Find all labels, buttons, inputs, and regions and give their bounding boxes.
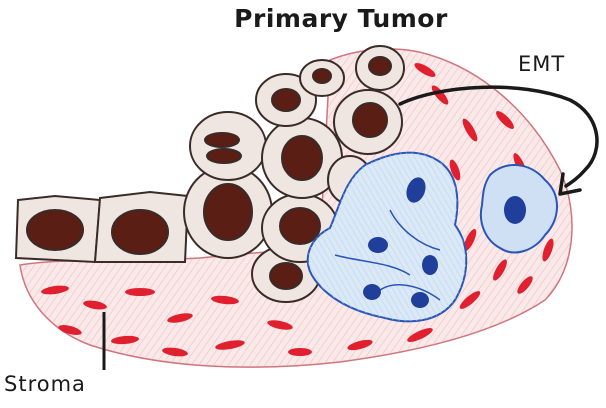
emt-label: EMT — [518, 52, 565, 76]
epithelial-cell — [16, 196, 100, 262]
stroma-label: Stroma — [4, 372, 86, 396]
epithelial-cell — [300, 60, 344, 96]
epithelial-cell — [334, 90, 402, 154]
epithelial-cell — [356, 46, 404, 90]
diagram-title: Primary Tumor — [0, 4, 606, 33]
epithelial-cell — [95, 192, 188, 262]
epithelial-cell — [190, 112, 266, 180]
